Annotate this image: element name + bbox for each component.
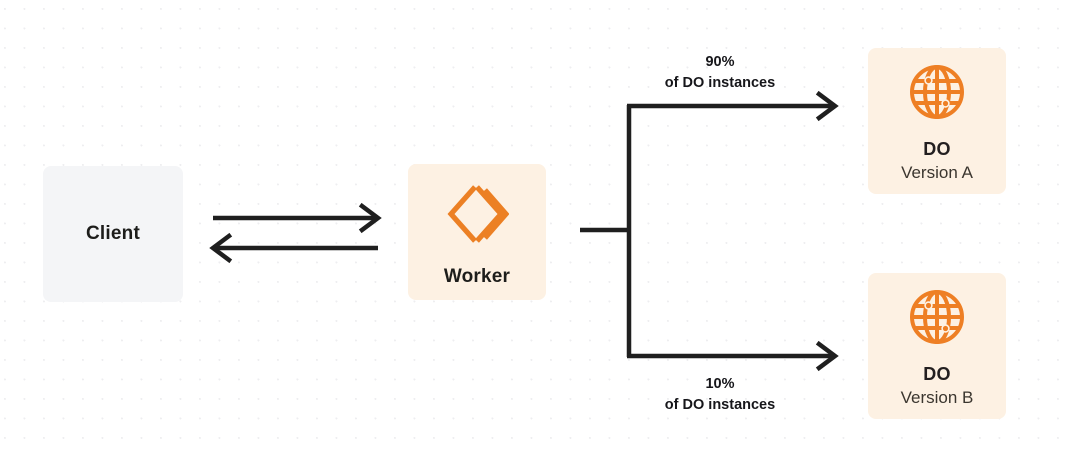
node-do-version-b[interactable]: DO Version B [868, 273, 1006, 419]
edge-label-do-b: 10% of DO instances [610, 374, 830, 416]
do-a-subtitle: Version A [901, 163, 973, 183]
edge-label-do-b-percent: 10% [705, 376, 735, 392]
node-client[interactable]: Client [43, 166, 183, 302]
globe-icon [908, 288, 966, 351]
arrow-worker-to-client [209, 232, 378, 264]
arrow-worker-to-do-b [627, 340, 839, 372]
globe-icon [908, 63, 966, 126]
worker-label: Worker [443, 265, 511, 287]
edge-label-do-a-caption: of DO instances [664, 75, 776, 92]
do-b-title: DO [923, 364, 951, 385]
edge-label-do-a: 90% of DO instances [610, 52, 830, 94]
do-b-subtitle: Version B [900, 388, 974, 408]
edge-label-do-b-caption: of DO instances [664, 397, 776, 414]
arrow-worker-to-do-a [627, 90, 839, 122]
node-do-version-a[interactable]: DO Version A [868, 48, 1006, 194]
arrow-client-to-worker [213, 202, 382, 234]
workers-logo-icon [445, 183, 510, 250]
edge-label-do-a-percent: 90% [705, 54, 735, 70]
node-worker[interactable]: Worker [408, 164, 546, 300]
do-a-title: DO [923, 139, 951, 160]
connector-worker-split [580, 105, 632, 357]
client-label: Client [86, 223, 140, 244]
